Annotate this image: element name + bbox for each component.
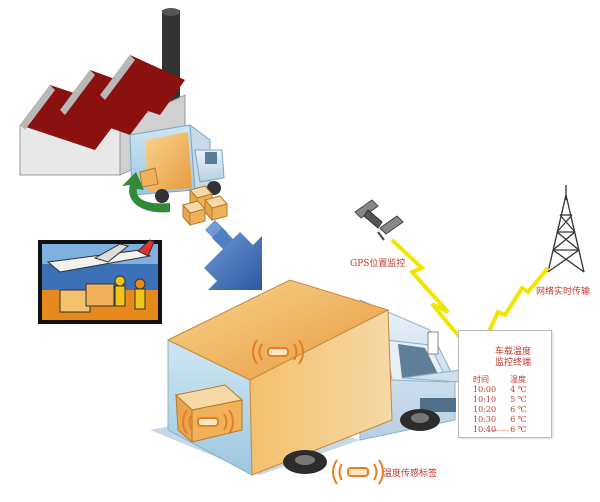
- air-cargo-picture: [38, 239, 162, 324]
- network-tower-icon: [547, 185, 585, 273]
- satellite-icon: [354, 199, 404, 241]
- more-rows-ellipsis: ……: [492, 424, 510, 433]
- blue-arrow-icon: [204, 220, 262, 290]
- temperature-log-header: 时间温度: [473, 375, 527, 384]
- network-signal-bolt: [484, 266, 550, 339]
- sensor-signal-icon: [182, 409, 234, 435]
- gps-signal-bolt: [390, 238, 464, 342]
- gps-label: GPS位置监控: [350, 259, 406, 269]
- terminal-title: 车载温度 监控终端: [495, 347, 532, 368]
- cargo-boxes: [182, 185, 228, 227]
- green-arrow-icon: [122, 172, 170, 213]
- sensor-tag-label: 温度传感标签: [383, 469, 438, 479]
- sensor-signal-icon: [252, 339, 304, 365]
- network-label: 网络实时传输: [536, 287, 591, 297]
- sensor-tag-icon: [332, 459, 384, 485]
- loading-truck: [129, 123, 225, 203]
